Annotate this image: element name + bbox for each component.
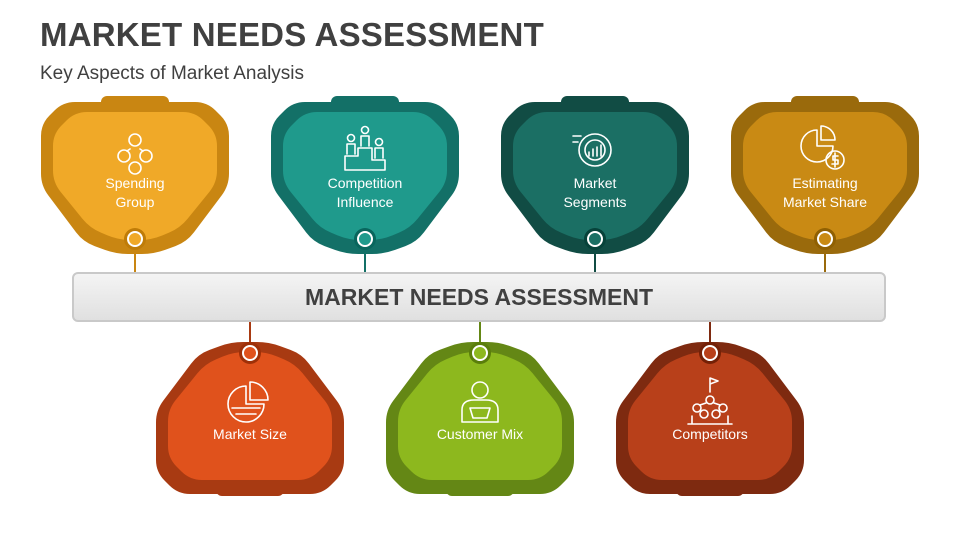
- central-bar-label: MARKET NEEDS ASSESSMENT: [304, 283, 654, 310]
- label-line-2: Group: [115, 194, 155, 210]
- connector-ring: [357, 231, 373, 247]
- customer-basket-icon: [461, 381, 499, 423]
- label-line-1: Estimating: [792, 175, 858, 191]
- card-inner-shape: [283, 112, 447, 240]
- bottom-card-1: [156, 322, 344, 496]
- top-card-1: [41, 96, 229, 272]
- connector-ring: [472, 345, 488, 361]
- label-line-1: Market: [573, 175, 617, 191]
- connector-ring: [817, 231, 833, 247]
- pie-chart-segments-icon: [572, 133, 612, 167]
- label-line-2: Influence: [336, 194, 394, 210]
- card-inner-shape: [398, 352, 562, 480]
- page-subtitle: Key Aspects of Market Analysis: [40, 63, 305, 84]
- label-line-1: Spending: [105, 175, 165, 191]
- people-money-icon: [117, 133, 153, 175]
- bottom-card-2: [386, 322, 574, 496]
- card-inner-shape: [743, 112, 907, 240]
- central-bar: MARKET NEEDS ASSESSMENT: [72, 272, 886, 322]
- label-line-1: Competition: [327, 175, 403, 191]
- connector-ring: [587, 231, 603, 247]
- card-inner-shape: [53, 112, 217, 240]
- bottom-card-label-3: Competitors: [672, 426, 748, 442]
- top-card-3: [501, 96, 689, 272]
- card-inner-shape: [628, 352, 792, 480]
- connector-ring: [242, 345, 258, 361]
- page-title: MARKET NEEDS ASSESSMENT: [40, 16, 544, 53]
- bottom-card-label-2: Customer Mix: [436, 426, 524, 442]
- connector-ring: [127, 231, 143, 247]
- podium-people-icon: [344, 125, 386, 171]
- label-line-2: Market Share: [782, 194, 868, 210]
- card-inner-shape: [168, 352, 332, 480]
- connector-ring: [702, 345, 718, 361]
- bottom-card-label-1: Market Size: [213, 426, 287, 442]
- top-card-2: [271, 96, 459, 272]
- pie-dollar-icon: [800, 125, 845, 170]
- pie-chart-icon: [227, 381, 269, 423]
- top-card-4: [731, 96, 919, 272]
- bottom-card-3: [616, 322, 804, 496]
- competitors-flag-icon: [687, 377, 733, 425]
- label-line-2: Segments: [563, 194, 627, 210]
- card-inner-shape: [513, 112, 677, 240]
